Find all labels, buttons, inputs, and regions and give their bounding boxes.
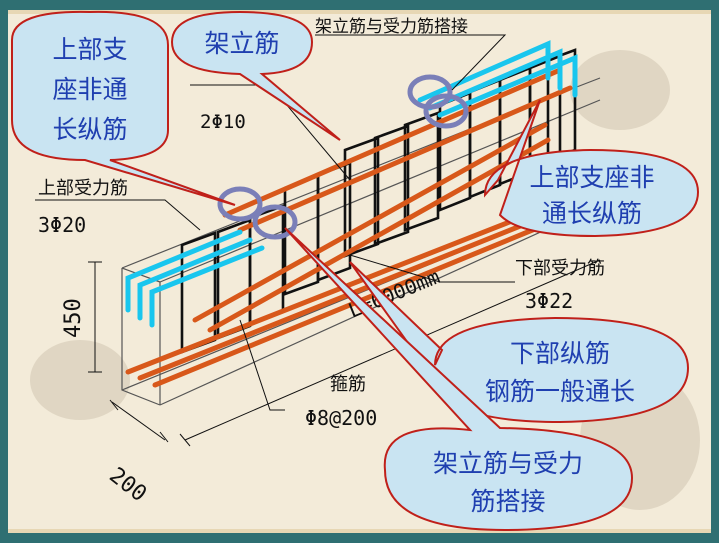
lap-circle-left-2 (252, 204, 298, 240)
label-height: 450 (61, 298, 86, 338)
callout-top-left-line3: 长纵筋 (52, 115, 127, 144)
callout-bottom-line2: 钢筋一般通长 (485, 377, 635, 406)
orange-bars (125, 67, 573, 388)
erection-bar-2 (237, 85, 573, 233)
callout-erection-bar: 架立筋 (170, 10, 341, 141)
label-top-bars-spec: 3Φ20 (38, 213, 86, 237)
bottom-bar-1 (125, 205, 548, 375)
label-stirrup-spec: Φ8@200 (305, 406, 377, 430)
callout-lap-line2: 筋搭接 (470, 487, 545, 516)
cyan-bars (125, 40, 578, 328)
right-support-bar-1 (417, 40, 551, 103)
left-support-bar-3 (149, 245, 265, 328)
leader-lines (35, 34, 515, 411)
left-support-bar-2 (137, 237, 253, 321)
right-support-bar-2 (427, 48, 563, 111)
label-bottom-bars-spec: 3Φ22 (525, 289, 573, 313)
callout-lap-line1: 架立筋与受力 (433, 449, 583, 478)
callout-right-line2: 通长纵筋 (542, 199, 642, 228)
callout-right-support-bars: 上部支座非 通长纵筋 (483, 99, 700, 238)
callout-right-line1: 上部支座非 (529, 163, 654, 192)
callout-top-left-line1: 上部支 (52, 35, 127, 64)
label-bottom-bars: 下部受力筋 (515, 258, 605, 279)
erection-bar-1 (222, 67, 563, 218)
left-support-bar-1 (125, 229, 243, 313)
label-top-bars: 上部受力筋 (38, 178, 128, 199)
label-erection-spec: 2Φ10 (200, 111, 246, 133)
right-support-bar-3 (437, 54, 578, 118)
callout-bottom-bars: 下部纵筋 钢筋一般通长 (349, 261, 690, 424)
lap-circle-top-1 (407, 74, 453, 110)
callout-top-left-line2: 座非通 (52, 75, 127, 104)
label-top-lap: 架立筋与受力筋搭接 (315, 17, 468, 37)
lap-circle-top-2 (423, 93, 469, 129)
callout-top-left-support-bars: 上部支 座非通 长纵筋 (11, 10, 236, 206)
label-stirrup: 箍筋 (330, 374, 366, 395)
dimension-lines (88, 259, 601, 447)
callout-lap-splice: 架立筋与受力 筋搭接 (284, 227, 634, 532)
lap-circles (217, 74, 469, 240)
middle-bar-1 (192, 122, 548, 323)
bottom-bar-2 (137, 212, 551, 381)
lap-circle-left-1 (217, 186, 263, 222)
callout-bottom-line1: 下部纵筋 (510, 339, 610, 368)
middle-bar-2 (207, 137, 551, 333)
callout-erection-text: 架立筋 (204, 29, 279, 58)
